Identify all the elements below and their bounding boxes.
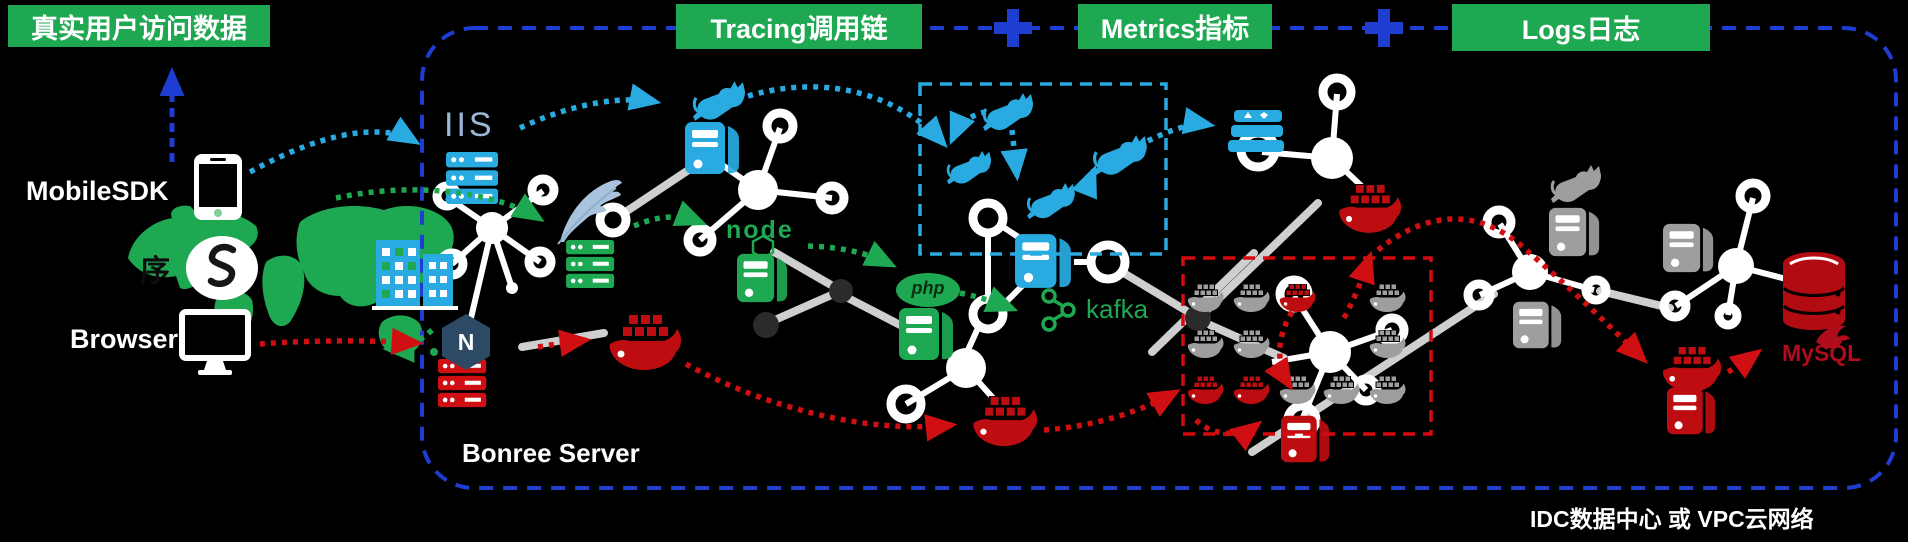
mobile-sdk-label: MobileSDK bbox=[26, 176, 169, 206]
apache-feather-icon bbox=[557, 180, 622, 245]
header-real-user-data: 真实用户访问数据 bbox=[8, 5, 270, 47]
plus-icon bbox=[994, 9, 1032, 47]
topology-hubs bbox=[476, 137, 1754, 388]
server-tower-icon bbox=[1667, 387, 1716, 435]
server-tower-icon bbox=[1281, 415, 1330, 463]
kafka-icon bbox=[1041, 288, 1076, 332]
map-overlay-char: 序 bbox=[140, 255, 170, 288]
browser-label: Browser bbox=[70, 324, 179, 354]
node-label: node bbox=[726, 216, 794, 244]
server-tower-icon bbox=[685, 122, 739, 174]
header-tracing: Tracing调用链 bbox=[676, 4, 922, 49]
kafka-label: kafka bbox=[1086, 294, 1149, 324]
server-tower-icon bbox=[899, 308, 953, 360]
server-rack-icon bbox=[566, 240, 615, 288]
header-logs: Logs日志 bbox=[1452, 4, 1710, 51]
server-tower-icon bbox=[1549, 207, 1600, 257]
layer-stack-icon bbox=[1228, 110, 1284, 152]
monitor-icon bbox=[179, 309, 251, 375]
tomcat-cat-icon bbox=[692, 80, 746, 123]
mini-program-logo bbox=[186, 236, 258, 300]
tomcat-cat-icon bbox=[982, 92, 1034, 133]
idc-vpc-label: IDC数据中心 或 VPC云网络 bbox=[1530, 506, 1814, 532]
tomcat-cat-icon bbox=[1026, 182, 1076, 221]
container-zone-border bbox=[1181, 256, 1433, 436]
server-tower-icon bbox=[1513, 301, 1562, 349]
tracing-zone-border bbox=[918, 82, 1168, 256]
smartphone-icon bbox=[194, 154, 242, 220]
flow-arrows bbox=[248, 83, 1763, 452]
datacenter-building-icon bbox=[372, 240, 458, 310]
topology-node bbox=[445, 93, 1791, 422]
tomcat-cat-icon bbox=[1550, 164, 1602, 205]
nginx-icon bbox=[442, 314, 490, 370]
server-tower-icon bbox=[1015, 234, 1071, 288]
docker-whale-icon bbox=[1338, 184, 1402, 233]
docker-whale-icon bbox=[1662, 346, 1722, 392]
docker-whale-icon bbox=[972, 396, 1038, 446]
docker-whale-icon bbox=[608, 314, 682, 370]
tomcat-cat-icon bbox=[1092, 134, 1148, 178]
server-tower-icon bbox=[737, 253, 788, 303]
plus-icon bbox=[1365, 9, 1403, 47]
mysql-label: MySQL bbox=[1782, 340, 1862, 366]
server-tower-icon bbox=[1663, 223, 1714, 273]
topology-links bbox=[518, 157, 1674, 456]
iis-label: IIS bbox=[444, 106, 495, 144]
nginx-letter: N bbox=[457, 329, 475, 355]
header-metrics: Metrics指标 bbox=[1078, 4, 1272, 49]
tomcat-cat-icon bbox=[946, 150, 992, 186]
php-label: php bbox=[911, 278, 945, 298]
bonree-server-label: Bonree Server bbox=[462, 438, 640, 468]
mysql-dolphin-icon bbox=[1816, 325, 1850, 349]
mysql-database-icon bbox=[1782, 252, 1846, 330]
php-icon bbox=[896, 273, 960, 307]
